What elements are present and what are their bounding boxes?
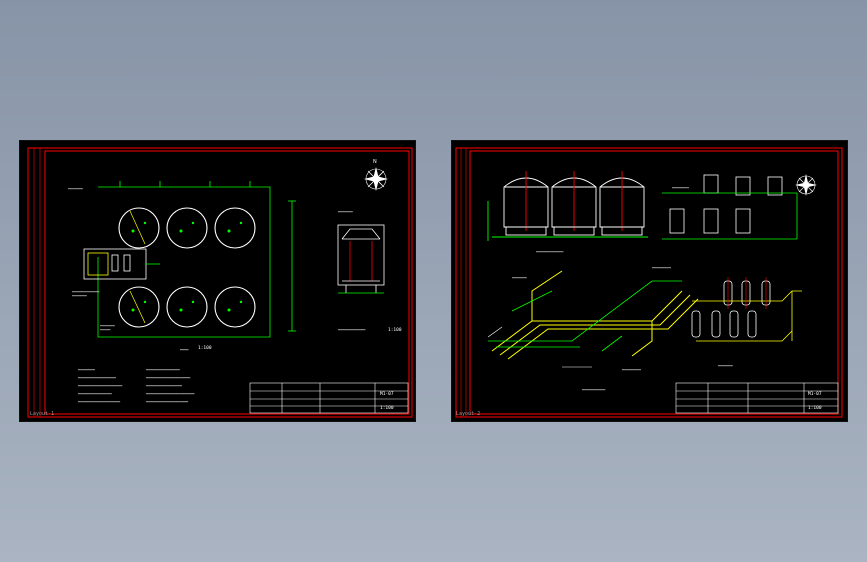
svg-text:━━━━━: ━━━━━ (99, 328, 111, 332)
svg-text:━━━━━━━: ━━━━━━━ (67, 187, 84, 191)
tower-pipes (129, 210, 146, 324)
elevation-notes: ━━━━━━━ ━━━━━━━━━━━━━ (337, 210, 366, 332)
pump-station (83, 248, 160, 280)
svg-text:━━━━━━━: ━━━━━━━ (717, 364, 734, 368)
svg-text:━━━━━━━━━━━━━: ━━━━━━━━━━━━━ (337, 328, 366, 332)
tower-elevation (337, 224, 385, 294)
north-arrow: N (364, 159, 388, 191)
svg-text:━━━━━━━━━━━━━━━━━: ━━━━━━━━━━━━━━━━━ (145, 384, 183, 388)
svg-text:━━━━━━━━━━━━━━━━━━━━: ━━━━━━━━━━━━━━━━━━━━ (77, 400, 121, 404)
title-block-scale-right: 1:100 (808, 406, 822, 411)
svg-text:━━━━━━━━━━━: ━━━━━━━━━━━ (581, 388, 606, 392)
title-block-drawing-no: M1-07 (380, 392, 394, 397)
svg-text:━━━━━━━━━━━━━━━━━━: ━━━━━━━━━━━━━━━━━━ (77, 376, 117, 380)
sheet-tab-label-right: Layout-2 (456, 411, 481, 417)
sheet-right-canvas: ━━━━━━━━━━━━━ ━━━━━━━━ ━━━━━━━━━ ━━━━━━━… (455, 147, 843, 418)
title-block (249, 382, 409, 414)
title-block-scale: 1:100 (380, 406, 394, 411)
tower-elevation-row (487, 171, 648, 241)
svg-text:━━━━━━━━━━━━━━━━━━━━━: ━━━━━━━━━━━━━━━━━━━━━ (77, 384, 123, 388)
title-block-right (675, 382, 839, 414)
svg-text:━━━━━━━: ━━━━━━━ (511, 276, 528, 280)
plan-notes: ━━━━━━━ ━━━━━━━━━━━━━ ━━━━━━━ ━━━━━━━ ━━… (67, 187, 189, 352)
svg-text:━━━━━━━━━━━━━━━━━━━━: ━━━━━━━━━━━━━━━━━━━━ (145, 400, 189, 404)
sheet-tab-label: Layout-1 (30, 411, 55, 417)
drawing-sheet-left[interactable]: ━━━━━━━ ━━━━━━━━━━━━━ ━━━━━━━ ━━━━━━━ ━━… (20, 141, 415, 421)
svg-text:━━━━━━━━: ━━━━━━━━ (671, 186, 690, 190)
isometric-piping (487, 270, 699, 368)
svg-text:━━━━━━━━━━━━━━━━━━━━━━━: ━━━━━━━━━━━━━━━━━━━━━━━ (145, 392, 195, 396)
inner-border (44, 150, 410, 415)
tower-markers (131, 221, 243, 312)
sheet-left-canvas: ━━━━━━━ ━━━━━━━━━━━━━ ━━━━━━━ ━━━━━━━ ━━… (27, 147, 413, 418)
right-sheet-notes: ━━━━━━━━━━━━━ ━━━━━━━━ ━━━━━━━━━ ━━━━━━━… (511, 186, 734, 392)
svg-text:N: N (373, 159, 377, 165)
svg-text:━━━━: ━━━━ (179, 348, 189, 352)
title-block-drawing-no-right: M1-07 (808, 392, 822, 397)
cooling-tower-circles (118, 207, 256, 328)
outer-border (27, 147, 413, 418)
svg-text:━━━━━━━━━━━━━: ━━━━━━━━━━━━━ (71, 290, 100, 294)
plan-outline (97, 181, 296, 338)
tank-cluster-top (662, 174, 798, 240)
drawing-sheet-right[interactable]: ━━━━━━━━━━━━━ ━━━━━━━━ ━━━━━━━━━ ━━━━━━━… (452, 141, 847, 421)
svg-text:━━━━━━━━: ━━━━━━━━ (77, 368, 96, 372)
svg-text:━━━━━━━: ━━━━━━━ (99, 324, 116, 328)
general-notes: ━━━━━━━━ ━━━━━━━━━━━━━━━━━━ ━━━━━━━━━━━━… (77, 368, 195, 404)
svg-text:━━━━━━━━━━━━━━━━: ━━━━━━━━━━━━━━━━ (77, 392, 113, 396)
north-arrow-right (795, 174, 817, 196)
svg-text:━━━━━━━: ━━━━━━━ (337, 210, 354, 214)
svg-text:━━━━━━━━━: ━━━━━━━━━ (621, 368, 642, 372)
svg-text:━━━━━━━━━: ━━━━━━━━━ (651, 266, 672, 270)
vertical-tank-group (691, 277, 802, 342)
svg-text:━━━━━━━━━━━━━━━━: ━━━━━━━━━━━━━━━━ (145, 368, 181, 372)
svg-text:━━━━━━━━━━━━━: ━━━━━━━━━━━━━ (535, 250, 564, 254)
plan-scale-label: 1:100 (198, 346, 212, 351)
svg-text:━━━━━━━: ━━━━━━━ (71, 294, 88, 298)
svg-text:━━━━━━━━━━━━━━━━━━━━━: ━━━━━━━━━━━━━━━━━━━━━ (145, 376, 191, 380)
section-scale-label: 1:100 (388, 328, 402, 333)
